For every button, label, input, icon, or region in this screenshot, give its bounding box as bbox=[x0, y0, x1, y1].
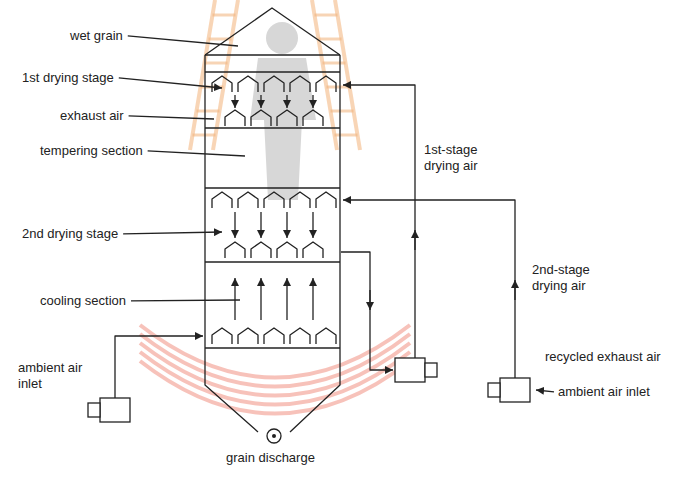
section-line bbox=[205, 261, 340, 262]
part-label: grain discharge bbox=[226, 450, 315, 466]
tower-wall bbox=[205, 55, 258, 432]
watermark-figure bbox=[266, 22, 298, 54]
watermark-ladder bbox=[327, 86, 350, 89]
first-stage-duct bbox=[343, 85, 415, 358]
air-flow-arrow bbox=[312, 278, 313, 320]
section-line bbox=[205, 127, 340, 128]
grain-flow-arrow bbox=[312, 95, 313, 108]
tower-roof bbox=[205, 8, 340, 55]
section-line bbox=[205, 187, 340, 188]
fan-housing bbox=[395, 358, 425, 382]
watermark-ladder bbox=[213, 14, 236, 17]
watermark bbox=[140, 0, 410, 414]
air-duct bbox=[251, 242, 271, 258]
part-label: 1st drying stage bbox=[22, 70, 114, 86]
watermark-ladder bbox=[335, 134, 358, 137]
part-label: exhaust air bbox=[60, 108, 124, 124]
air-duct bbox=[238, 76, 258, 92]
leader-line bbox=[123, 232, 222, 234]
watermark-ladder bbox=[323, 62, 346, 65]
watermark-ladder bbox=[331, 110, 354, 113]
fan-motor bbox=[488, 383, 500, 397]
air-duct bbox=[316, 328, 336, 344]
fan-motor bbox=[88, 403, 100, 417]
part-label: tempering section bbox=[40, 143, 143, 159]
part-label: ambient air inlet bbox=[18, 360, 96, 391]
part-label: wet grain bbox=[70, 28, 123, 44]
watermark-ladder bbox=[319, 38, 342, 41]
grain-flow-arrow bbox=[286, 212, 287, 238]
air-flow-arrow bbox=[514, 280, 515, 300]
air-duct bbox=[290, 76, 310, 92]
air-duct bbox=[238, 192, 258, 208]
air-duct bbox=[251, 110, 271, 126]
dryer-lines bbox=[88, 8, 554, 443]
leader-line bbox=[119, 78, 222, 88]
air-duct bbox=[225, 242, 245, 258]
recycled-exhaust-duct bbox=[341, 252, 393, 370]
air-duct bbox=[290, 192, 310, 208]
part-label: 2nd-stage drying air bbox=[532, 262, 610, 293]
air-flow-arrow bbox=[286, 278, 287, 320]
air-flow-arrow bbox=[234, 278, 235, 320]
discharge-auger bbox=[272, 434, 276, 438]
tower-roof-base bbox=[205, 54, 340, 55]
leader-line bbox=[536, 390, 554, 392]
air-duct bbox=[277, 242, 297, 258]
watermark-ladder bbox=[197, 110, 220, 113]
grain-flow-arrow bbox=[260, 212, 261, 238]
air-duct bbox=[277, 110, 297, 126]
fan-housing bbox=[100, 398, 130, 422]
air-duct bbox=[212, 192, 232, 208]
second-stage-duct bbox=[343, 200, 515, 378]
part-label: 2nd drying stage bbox=[22, 226, 118, 242]
watermark-ladder bbox=[315, 14, 338, 17]
part-label: recycled exhaust air bbox=[545, 349, 661, 365]
section-line bbox=[205, 71, 340, 72]
grain-flow-arrow bbox=[234, 212, 235, 238]
section-line bbox=[205, 347, 340, 348]
air-flow-arrow bbox=[414, 230, 415, 250]
watermark-ladder bbox=[193, 134, 216, 137]
air-duct bbox=[264, 192, 284, 208]
air-duct bbox=[303, 110, 323, 126]
air-duct bbox=[212, 76, 232, 92]
cooling-air-duct bbox=[115, 336, 203, 398]
part-label: cooling section bbox=[40, 293, 126, 309]
air-duct bbox=[212, 328, 232, 344]
grain-flow-arrow bbox=[260, 95, 261, 108]
discharge-auger bbox=[267, 429, 281, 443]
air-duct bbox=[316, 76, 336, 92]
leader-line bbox=[128, 36, 238, 46]
air-duct bbox=[264, 328, 284, 344]
air-duct bbox=[264, 76, 284, 92]
air-flow-arrow bbox=[260, 278, 261, 320]
leader-line bbox=[148, 151, 245, 156]
air-duct bbox=[316, 192, 336, 208]
air-duct bbox=[238, 328, 258, 344]
leader-line bbox=[129, 116, 214, 119]
fan-motor bbox=[425, 363, 437, 377]
tower-wall bbox=[290, 55, 340, 432]
air-duct bbox=[225, 110, 245, 126]
leader-line bbox=[131, 299, 240, 301]
air-duct bbox=[290, 328, 310, 344]
part-label: 1st-stage drying air bbox=[424, 142, 502, 173]
grain-flow-arrow bbox=[312, 212, 313, 238]
air-flow-arrow bbox=[369, 290, 370, 310]
watermark-ladder bbox=[205, 62, 228, 65]
part-label: ambient air inlet bbox=[558, 384, 650, 400]
grain-flow-arrow bbox=[234, 95, 235, 108]
grain-flow-arrow bbox=[286, 95, 287, 108]
fan-housing bbox=[500, 378, 530, 402]
air-duct bbox=[303, 242, 323, 258]
watermark-figure bbox=[250, 58, 316, 200]
